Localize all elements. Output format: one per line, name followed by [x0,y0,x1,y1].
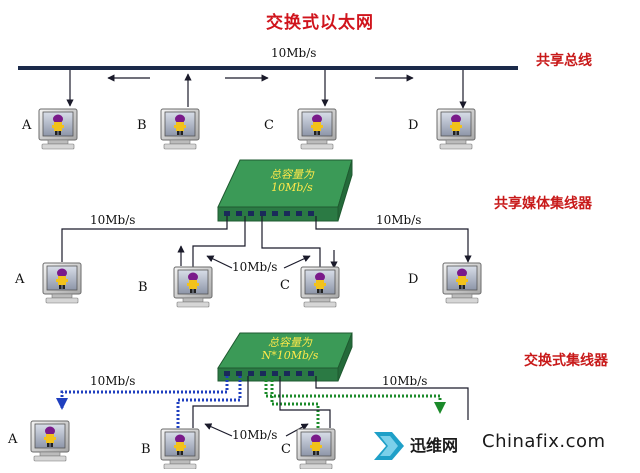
link-b-3 [192,376,249,428]
hub-ports [224,211,314,216]
label-shared-bus: 共享总线 [536,53,592,69]
computer-d-1 [436,108,476,150]
node-label-a-2: A [15,272,25,287]
switch-speed-left: 10Mb/s [90,374,136,388]
node-label-c-1: C [264,118,274,133]
computer-a-2 [42,262,82,304]
shared-bus-section [18,66,518,150]
link-d-3 [315,376,469,420]
switch-speed-center: 10Mb/s [232,428,278,442]
node-label-b-2: B [138,280,148,295]
computer-c-1 [297,108,337,150]
hub-side [337,159,353,222]
hub-speed-right: 10Mb/s [376,213,422,227]
hub-capacity-label: 总容量为 10Mb/s [270,168,314,194]
speed-pointer-b-2 [206,255,233,269]
node-label-d-1: D [408,118,419,133]
link-c-2 [261,216,321,268]
computer-a-3 [30,420,70,462]
computer-c-2 [300,266,340,308]
diagram-title: 交换式以太网 [266,13,374,33]
node-label-d-2: D [408,272,419,287]
speed-pointer-c-2 [283,255,311,269]
bus-speed-label: 10Mb/s [271,46,317,60]
label-switch: 交换式集线器 [524,353,608,369]
computer-c-3 [296,428,336,470]
switch-side [337,332,353,382]
switch-section [30,332,469,470]
link-a-2 [61,216,228,262]
switch-speed-right: 10Mb/s [382,374,428,388]
node-label-c-3: C [281,442,291,457]
watermark-logo-icon [374,432,404,460]
switched-path-a [60,376,229,408]
label-shared-hub: 共享媒体集线器 [494,196,592,212]
computer-b-2 [173,266,213,308]
computer-a-1 [38,108,78,150]
node-label-b-3: B [141,442,151,457]
node-label-a-1: A [22,118,32,133]
shared-hub-section [42,159,482,308]
switched-path-c [270,376,320,428]
link-d-2 [315,216,472,263]
node-label-c-2: C [280,278,290,293]
arrow-head-a [56,398,68,410]
computer-b-3 [160,428,200,470]
watermark-cn: 迅维网 [410,436,459,455]
node-label-a-3: A [8,432,18,447]
node-label-b-1: B [137,118,147,133]
arrow-head-d [434,402,446,414]
link-b-2 [192,216,246,268]
link-c-3 [279,376,331,428]
watermark-banner [362,425,640,469]
switched-path-b [176,376,242,428]
switch-capacity-label: 总容量为 N*10Mb/s [261,336,319,362]
computer-b-1 [160,108,200,150]
switched-path-d [264,376,442,404]
hub-speed-center: 10Mb/s [232,260,278,274]
hub-speed-left: 10Mb/s [90,213,136,227]
switch-ports [224,371,314,376]
speed-pointer-b-3 [204,423,233,437]
watermark-en: Chinafix.com [482,431,606,452]
computer-d-2 [442,262,482,304]
bus-line [18,66,518,70]
